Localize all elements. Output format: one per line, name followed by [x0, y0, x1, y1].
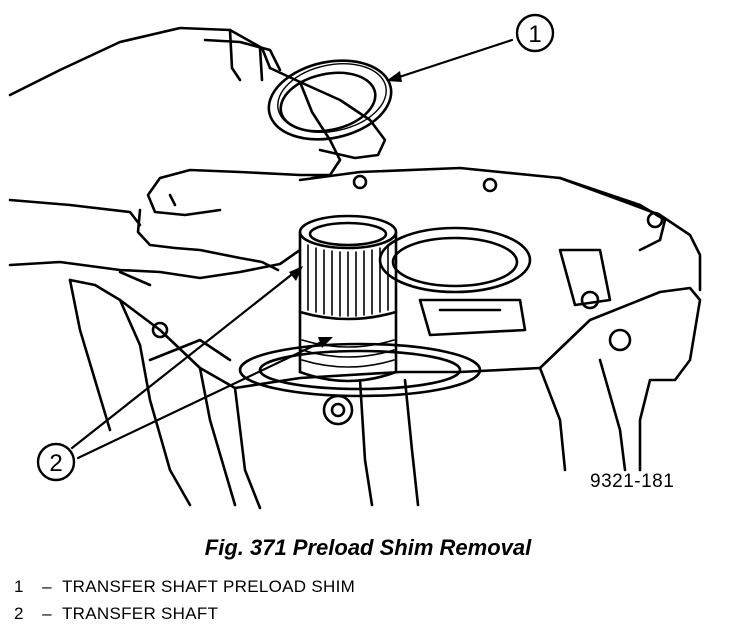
transaxle-case: [68, 166, 702, 510]
figure-code: 9321-181: [590, 471, 675, 492]
transfer-shaft: [298, 214, 398, 383]
legend-separator: –: [42, 604, 52, 623]
leader-line-2a: [70, 266, 302, 450]
shim-removal-illustration: 1 2: [8, 13, 702, 510]
callout-circle-2: [36, 442, 76, 482]
leader-arrow-2a: [289, 266, 303, 281]
callout-number-2: 2: [49, 450, 62, 477]
preload-shim: [267, 59, 393, 141]
legend-item-2: 2–TRANSFER SHAFT: [14, 604, 218, 624]
leader-arrow-2b: [318, 337, 333, 348]
leader-line-1: [388, 38, 514, 82]
legend-label: TRANSFER SHAFT: [62, 604, 219, 623]
callout-circle-1: [515, 13, 555, 53]
callout-number-1: 1: [528, 21, 541, 48]
figure-caption: Fig. 371 Preload Shim Removal: [204, 535, 532, 560]
legend-number: 1: [14, 577, 24, 596]
legend-number: 2: [14, 604, 24, 623]
leader-arrow-1: [386, 71, 402, 82]
legend-separator: –: [42, 577, 52, 596]
hand: [8, 26, 387, 287]
legend-item-1: 1–TRANSFER SHAFT PRELOAD SHIM: [14, 577, 355, 597]
legend-label: TRANSFER SHAFT PRELOAD SHIM: [62, 577, 356, 596]
leader-line-2b: [76, 336, 332, 460]
